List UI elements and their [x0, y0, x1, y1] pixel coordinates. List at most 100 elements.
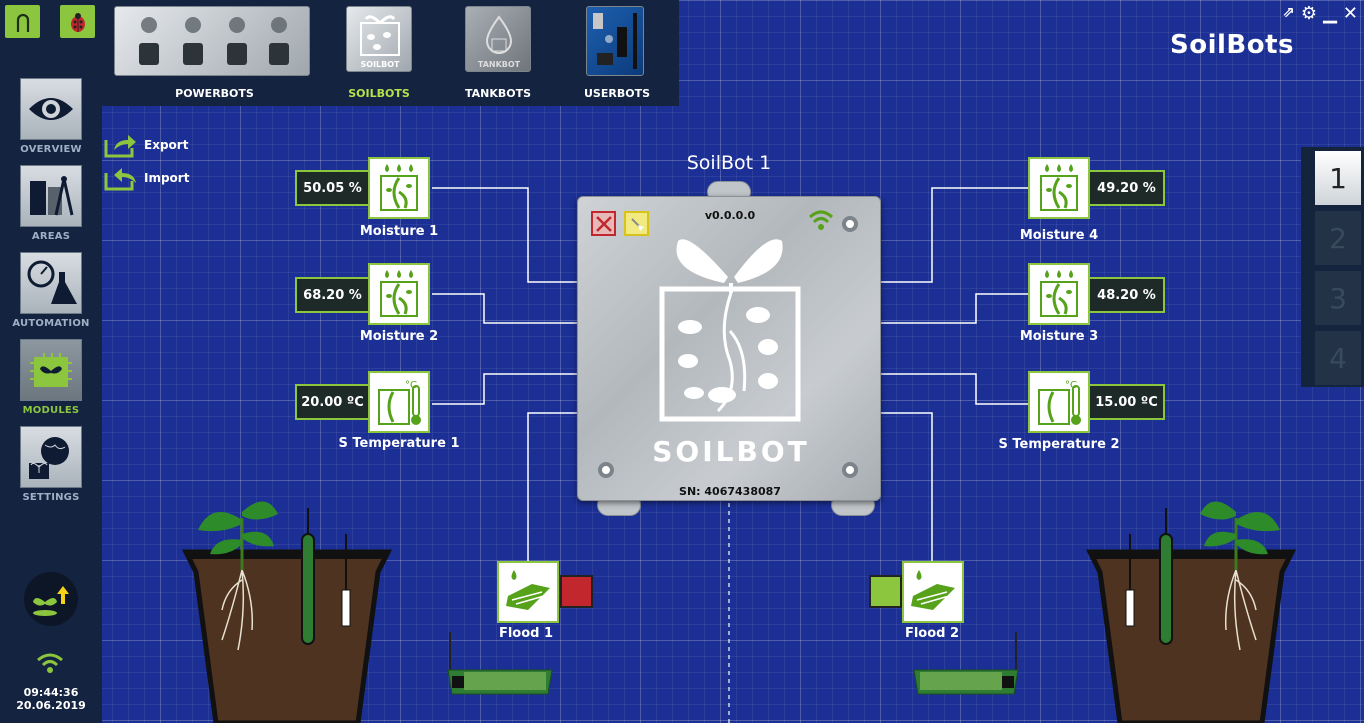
export-chart-icon[interactable]: ⇗	[1282, 3, 1295, 21]
wifi-icon	[808, 209, 834, 235]
page-3[interactable]: 3	[1315, 271, 1361, 325]
import-label: Import	[144, 171, 190, 185]
flood-board-right	[913, 632, 1019, 695]
screw-hole	[842, 462, 858, 478]
arduino-board-image	[586, 6, 644, 76]
svg-text:°C: °C	[405, 380, 417, 391]
soilbot-device: v0.0.0.0 SOILBOT SN: 4067438087	[577, 196, 881, 501]
screw-hole	[598, 462, 614, 478]
page-1[interactable]: 1	[1315, 151, 1361, 205]
moisture-4-label: Moisture 4	[1019, 228, 1099, 243]
flood-board-left	[447, 632, 553, 695]
export-icon	[104, 135, 136, 158]
page-4[interactable]: 4	[1315, 331, 1361, 385]
clock-date: 20.06.2019	[16, 699, 86, 712]
moisture-1-value: 50.05 %	[295, 170, 370, 206]
plant-upgrade-icon	[33, 586, 69, 616]
nav-label: MODULES	[22, 405, 80, 416]
soilbot-logo-icon: SOILBOT	[652, 239, 809, 468]
clock: 09:44:36 20.06.2019	[0, 686, 102, 712]
plant-pot-right	[1086, 501, 1296, 723]
close-icon	[595, 215, 612, 232]
moisture-2-value: 68.20 %	[295, 277, 370, 313]
nav-modules[interactable]: MODULES	[10, 339, 92, 416]
nav-label: SETTINGS	[22, 492, 80, 503]
category-powerbots[interactable]: POWERBOTS	[102, 0, 327, 106]
device-title: SoilBot 1	[686, 152, 772, 174]
import-icon	[104, 168, 136, 191]
debug-button[interactable]	[60, 5, 95, 38]
temperature-1-label: S Temperature 1	[338, 436, 460, 451]
device-brand: SOILBOT	[652, 435, 809, 468]
disconnect-button[interactable]	[591, 211, 616, 236]
svg-text:SOILBOT: SOILBOT	[361, 60, 401, 69]
device-version: v0.0.0.0	[704, 209, 756, 222]
tankbot-image: TANKBOT	[465, 6, 531, 72]
flood-1-sensor[interactable]	[497, 561, 559, 623]
category-tankbots[interactable]: TANKBOT TANKBOTS	[454, 0, 542, 106]
moisture-4-sensor[interactable]	[1028, 157, 1090, 219]
close-icon[interactable]: ✕	[1342, 3, 1358, 24]
soil-moisture-icon	[380, 164, 418, 211]
temperature-2-label: S Temperature 2	[998, 437, 1120, 452]
chip-plant-icon	[20, 339, 82, 401]
moisture-4-value: 49.20 %	[1088, 170, 1165, 206]
plant-pot-left	[182, 501, 392, 723]
connect-button[interactable]	[5, 5, 40, 38]
category-label: USERBOTS	[584, 87, 650, 100]
device-serial: SN: 4067438087	[679, 485, 781, 498]
svg-text:TANKBOT: TANKBOT	[478, 60, 521, 69]
temperature-2-sensor[interactable]: °C	[1028, 371, 1090, 433]
moisture-2-label: Moisture 2	[359, 329, 439, 344]
flood-2-indicator	[869, 575, 902, 608]
soil-moisture-icon	[380, 270, 418, 317]
page-2[interactable]: 2	[1315, 211, 1361, 265]
eye-icon	[20, 78, 82, 140]
export-button[interactable]: Export	[104, 132, 188, 158]
category-bar: POWERBOTS SOILBOT SOILBOTS TANKBOT TANKB…	[102, 0, 679, 106]
moisture-3-sensor[interactable]	[1028, 263, 1090, 325]
category-label: SOILBOTS	[348, 87, 410, 100]
wifi-status-icon	[36, 652, 64, 678]
flood-2-sensor[interactable]	[902, 561, 964, 623]
flood-2-label: Flood 2	[904, 626, 960, 641]
gear-icon[interactable]: ⚙	[1300, 3, 1318, 24]
soilbot-image: SOILBOT	[346, 6, 412, 72]
flood-1-label: Flood 1	[498, 626, 554, 641]
clean-button[interactable]	[624, 211, 649, 236]
nav-label: AREAS	[31, 231, 71, 242]
nav-automation[interactable]: AUTOMATION	[10, 252, 92, 329]
minimize-icon[interactable]: ▁	[1323, 3, 1337, 24]
nav-overview[interactable]: OVERVIEW	[10, 78, 92, 155]
update-button[interactable]	[24, 572, 78, 626]
nav-settings[interactable]: SETTINGS	[10, 426, 92, 503]
category-label: POWERBOTS	[175, 87, 254, 100]
category-userbots[interactable]: USERBOTS	[572, 0, 662, 106]
soil-moisture-icon	[1040, 270, 1078, 317]
moisture-3-label: Moisture 3	[1019, 329, 1099, 344]
ladybug-icon	[70, 12, 85, 32]
nav-label: AUTOMATION	[12, 318, 90, 329]
app-title: SoilBots	[1170, 30, 1294, 60]
sidebar: OVERVIEW AREAS AUTOMATION MODULES SETTIN…	[0, 0, 102, 723]
gauge-flask-icon	[20, 252, 82, 314]
flood-sensor-icon	[506, 570, 550, 610]
globe-plant-icon	[20, 426, 82, 488]
soil-temperature-icon: °C	[1038, 380, 1081, 425]
nav-areas[interactable]: AREAS	[10, 165, 92, 242]
broom-icon	[630, 217, 644, 231]
import-button[interactable]: Import	[104, 165, 189, 191]
nav-label: OVERVIEW	[20, 144, 82, 155]
moisture-2-sensor[interactable]	[368, 263, 430, 325]
export-label: Export	[144, 138, 189, 152]
moisture-1-sensor[interactable]	[368, 157, 430, 219]
category-soilbots[interactable]: SOILBOT SOILBOTS	[334, 0, 424, 106]
temperature-1-sensor[interactable]: °C	[368, 371, 430, 433]
horseshoe-icon	[16, 13, 29, 32]
window-controls: ⇗ ⚙ ▁ ✕	[1282, 3, 1358, 24]
moisture-1-label: Moisture 1	[359, 224, 439, 239]
temperature-2-value: 15.00 ºC	[1088, 384, 1165, 420]
svg-text:°C: °C	[1065, 380, 1077, 391]
soil-temperature-icon: °C	[378, 380, 421, 425]
